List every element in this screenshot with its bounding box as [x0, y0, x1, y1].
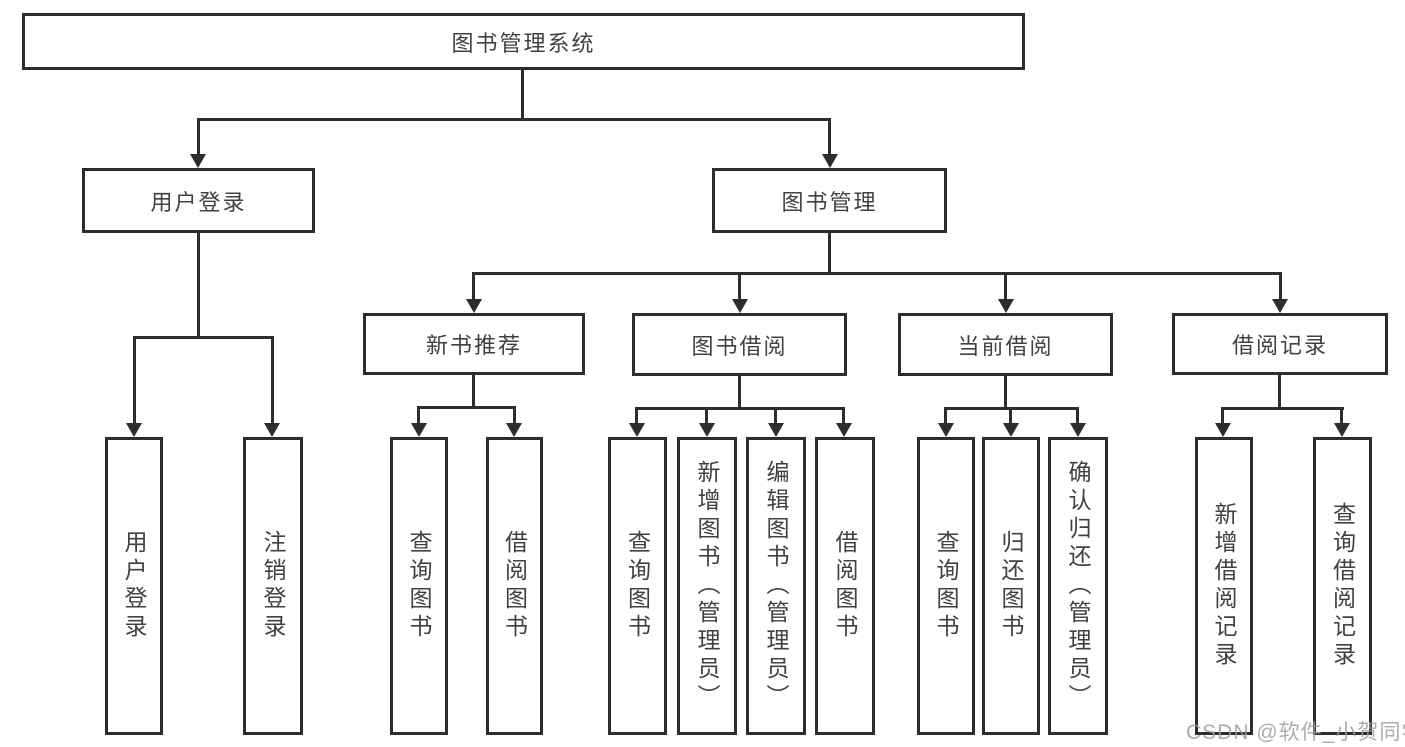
edge-drop-br-add-record: [1221, 407, 1224, 425]
node-current-borrowing: 当前借阅: [898, 313, 1113, 376]
leaf-logout: 注销登录: [243, 437, 303, 735]
edge-drop-nbr-query-books: [417, 406, 420, 425]
node-new-book-recommend: 新书推荐: [363, 313, 585, 375]
leaf-br-query-record: 查询借阅记录: [1313, 437, 1372, 735]
edge-drop-bb-add-books: [705, 407, 708, 425]
edge-drop-borrowing-records: [1279, 272, 1282, 301]
node-root: 图书管理系统: [22, 13, 1025, 70]
edge-drop-bb-edit-books: [774, 407, 777, 425]
edge-new-book-recommend-bus: [418, 406, 516, 409]
edge-user-login-bus: [133, 336, 274, 339]
leaf-bb-borrow-books: 借阅图书: [815, 437, 875, 735]
arrow-user-login: [190, 154, 206, 168]
csdn-watermark: CSDN @软件_小贺同学: [1186, 721, 1405, 744]
edge-root-bus: [197, 118, 831, 121]
edge-drop-leaf-logout: [271, 336, 274, 425]
arrow-cb-confirm-return: [1070, 423, 1086, 437]
edge-drop-leaf-user-login: [133, 336, 136, 425]
edge-drop-bb-borrow-books: [842, 407, 845, 425]
edge-borrowing-records-stem: [1278, 375, 1281, 408]
leaf-cb-return-books: 归还图书: [982, 437, 1040, 735]
leaf-bb-edit-books-admin: 编辑图书（管理员）: [746, 437, 806, 735]
edge-root-drop-book-management: [828, 118, 831, 156]
edge-user-login-stem: [197, 233, 200, 336]
edge-book-borrowing-stem: [738, 376, 741, 409]
arrow-br-add-record: [1215, 423, 1231, 437]
edge-drop-current-borrowing: [1004, 272, 1007, 301]
node-user-login: 用户登录: [82, 168, 315, 233]
leaf-user-login: 用户登录: [105, 437, 163, 735]
arrow-cb-query-books: [938, 423, 954, 437]
arrow-br-query-record: [1334, 423, 1350, 437]
edge-drop-cb-return-books: [1009, 407, 1012, 425]
arrow-nbr-borrow-books: [506, 423, 522, 437]
leaf-cb-query-books: 查询图书: [917, 437, 975, 735]
edge-root-drop-user-login: [197, 118, 200, 156]
node-borrowing-records: 借阅记录: [1172, 313, 1388, 375]
arrow-bb-edit-books: [768, 423, 784, 437]
edge-book-management-bus: [472, 272, 1282, 275]
arrow-borrowing-records: [1272, 299, 1288, 313]
node-book-borrowing: 图书借阅: [632, 313, 847, 376]
edge-book-borrowing-bus: [636, 407, 845, 410]
node-book-management: 图书管理: [712, 168, 947, 233]
edge-drop-book-borrowing: [738, 272, 741, 301]
edge-current-borrowing-stem: [1004, 376, 1007, 409]
arrow-bb-borrow-books: [836, 423, 852, 437]
edge-drop-cb-query-books: [944, 407, 947, 425]
arrow-book-management: [822, 154, 838, 168]
arrow-leaf-logout: [264, 423, 280, 437]
edge-book-management-stem: [828, 233, 831, 274]
arrow-book-borrowing: [732, 299, 748, 313]
arrow-new-book-recommend: [466, 299, 482, 313]
edge-borrowing-records-bus: [1222, 407, 1344, 410]
edge-root-stem: [521, 70, 524, 118]
leaf-bb-add-books-admin: 新增图书（管理员）: [677, 437, 737, 735]
leaf-bb-query-books: 查询图书: [608, 437, 667, 735]
edge-drop-bb-query-books: [635, 407, 638, 425]
edge-new-book-recommend-stem: [472, 375, 475, 408]
leaf-br-add-record: 新增借阅记录: [1195, 437, 1253, 735]
leaf-nbr-query-books: 查询图书: [390, 437, 448, 735]
arrow-bb-query-books: [629, 423, 645, 437]
arrow-bb-add-books: [699, 423, 715, 437]
edge-drop-br-query-record: [1340, 407, 1343, 425]
leaf-cb-confirm-return-admin: 确认归还（管理员）: [1048, 437, 1108, 735]
arrow-nbr-query-books: [411, 423, 427, 437]
arrow-cb-return-books: [1003, 423, 1019, 437]
edge-drop-cb-confirm-return: [1076, 407, 1079, 425]
arrow-current-borrowing: [998, 299, 1014, 313]
arrow-leaf-user-login: [126, 423, 142, 437]
leaf-nbr-borrow-books: 借阅图书: [486, 437, 543, 735]
edge-drop-new-book-recommend: [472, 272, 475, 301]
edge-drop-nbr-borrow-books: [513, 406, 516, 425]
